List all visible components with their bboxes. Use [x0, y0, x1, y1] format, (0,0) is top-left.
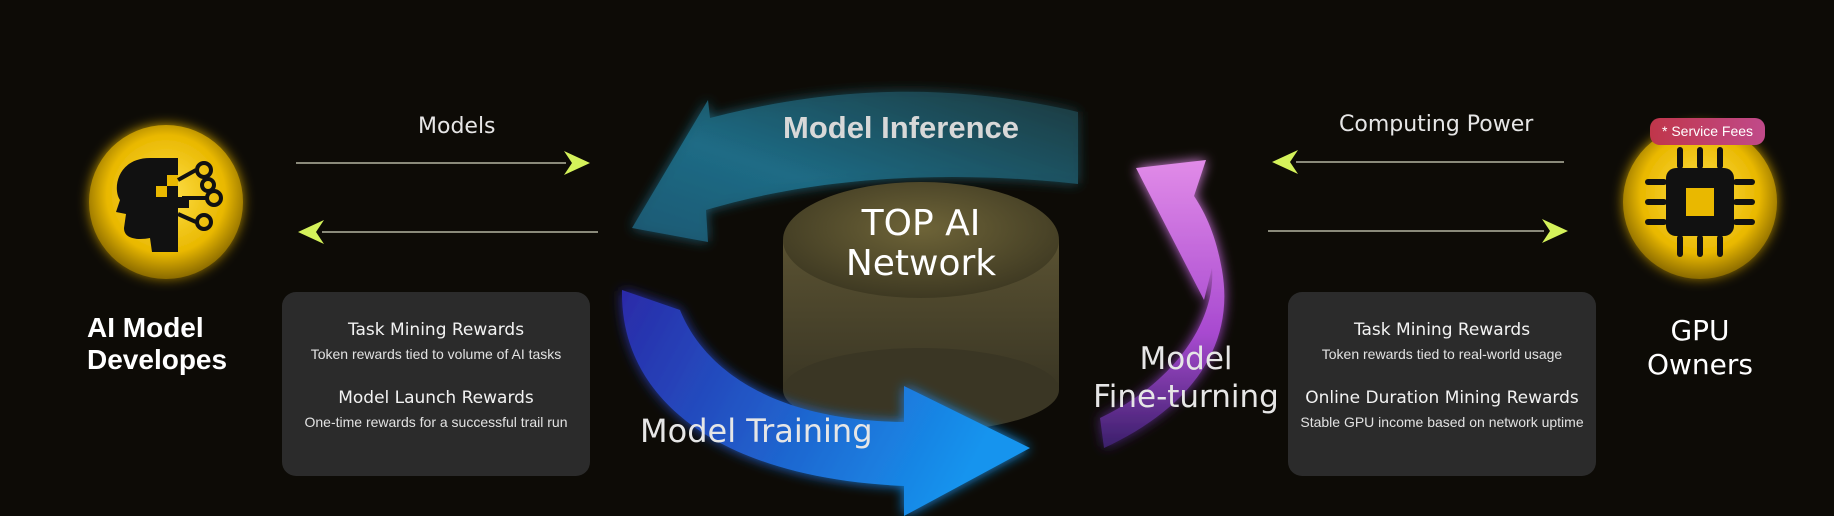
service-fees-badge: * Service Fees — [1650, 118, 1766, 145]
computing-power-label: Computing Power — [1339, 112, 1534, 137]
reward-desc: Token rewards tied to volume of AI tasks — [310, 346, 562, 362]
inference-arrow — [632, 91, 1078, 242]
reward-desc: Token rewards tied to real-world usage — [1321, 346, 1563, 362]
reward-title: Online Duration Mining Rewards — [1305, 388, 1579, 408]
computing-arrow-right — [1268, 219, 1568, 243]
ai-head-icon — [89, 125, 243, 279]
reward-title: Task Mining Rewards — [347, 320, 525, 340]
finetune-arrow — [1100, 160, 1225, 448]
gpu-owners-label: GPU Owners — [1646, 314, 1753, 381]
models-flow-label: Models — [418, 114, 496, 139]
network-title: TOP AI Network — [845, 203, 997, 284]
ai-developers-label: AI Model Developes — [87, 312, 228, 375]
gpu-rewards-box: Task Mining Rewards Token rewards tied t… — [1288, 292, 1596, 476]
reward-title: Task Mining Rewards — [1353, 320, 1531, 340]
training-arrow — [621, 290, 1030, 516]
developer-rewards-box: Task Mining Rewards Token rewards tied t… — [282, 292, 590, 476]
reward-desc: Stable GPU income based on network uptim… — [1300, 414, 1584, 430]
inference-label: Model Inference — [783, 110, 1019, 145]
models-arrow-left — [298, 220, 598, 244]
finetune-label: Model Fine-turning — [1093, 341, 1279, 415]
reward-title: Model Launch Rewards — [338, 388, 534, 408]
reward-desc: One-time rewards for a successful trail … — [304, 414, 568, 430]
computing-arrow-left — [1272, 150, 1564, 174]
gpu-chip-icon — [1623, 125, 1777, 279]
training-label: Model Training — [640, 412, 873, 450]
network-cylinder — [783, 182, 1059, 432]
models-arrow-right — [296, 151, 590, 175]
